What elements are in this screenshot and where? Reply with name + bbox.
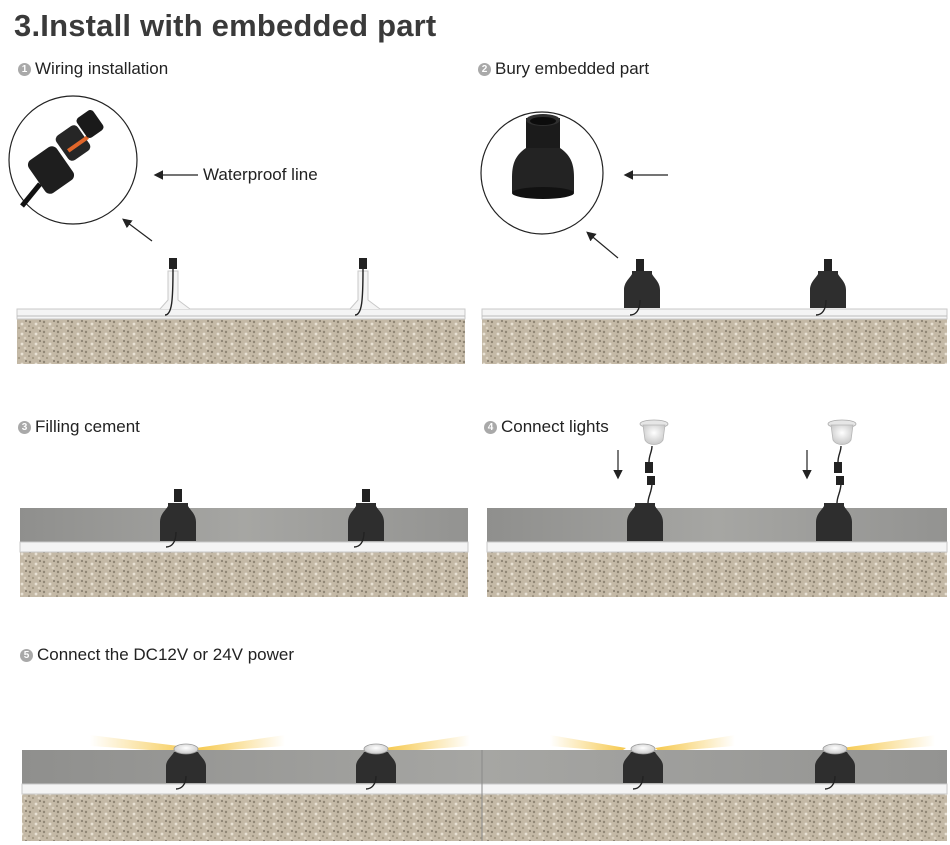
deck-light-icon-2	[827, 419, 857, 445]
installed-light-2	[356, 743, 396, 790]
installed-light-1	[166, 743, 206, 790]
step-4-heading: 4 Connect lights	[484, 417, 609, 437]
step-2-label: Bury embedded part	[495, 59, 650, 78]
page-title: 3.Install with embedded part	[14, 8, 437, 43]
step-5-heading: 5 Connect the DC12V or 24V power	[20, 645, 294, 665]
panel-bury-embedded-part	[480, 111, 948, 364]
embedded-part-2	[810, 259, 846, 316]
panel-wiring-installation	[8, 95, 466, 364]
embedded-part-1	[624, 259, 660, 316]
panel-connect-power	[21, 735, 948, 841]
installed-light-4	[815, 743, 855, 790]
deck-light-icon-1	[639, 419, 669, 445]
step-3-label: Filling cement	[35, 417, 140, 436]
step-2-heading: 2 Bury embedded part	[478, 59, 649, 79]
step-4-number: 4	[484, 420, 497, 434]
panel-connect-lights	[486, 419, 948, 597]
panel-filling-cement	[19, 489, 469, 597]
embedded-part-icon	[512, 114, 574, 199]
waterproof-line-label: Waterproof line	[203, 165, 318, 184]
zoom-arrow-1	[122, 218, 153, 242]
zoom-arrow-2	[586, 231, 619, 259]
step-3-number: 3	[18, 420, 31, 434]
step-5-label: Connect the DC12V or 24V power	[37, 645, 295, 664]
waterproof-connector-icon	[20, 110, 104, 208]
step-4-label: Connect lights	[501, 417, 609, 436]
step-1-number: 1	[18, 62, 31, 76]
step-5-number: 5	[20, 648, 33, 662]
step-3-heading: 3 Filling cement	[18, 417, 140, 437]
step-1-heading: 1 Wiring installation	[18, 59, 168, 79]
step-1-label: Wiring installation	[35, 59, 169, 78]
step-2-number: 2	[478, 62, 491, 76]
installed-light-3	[623, 743, 663, 790]
